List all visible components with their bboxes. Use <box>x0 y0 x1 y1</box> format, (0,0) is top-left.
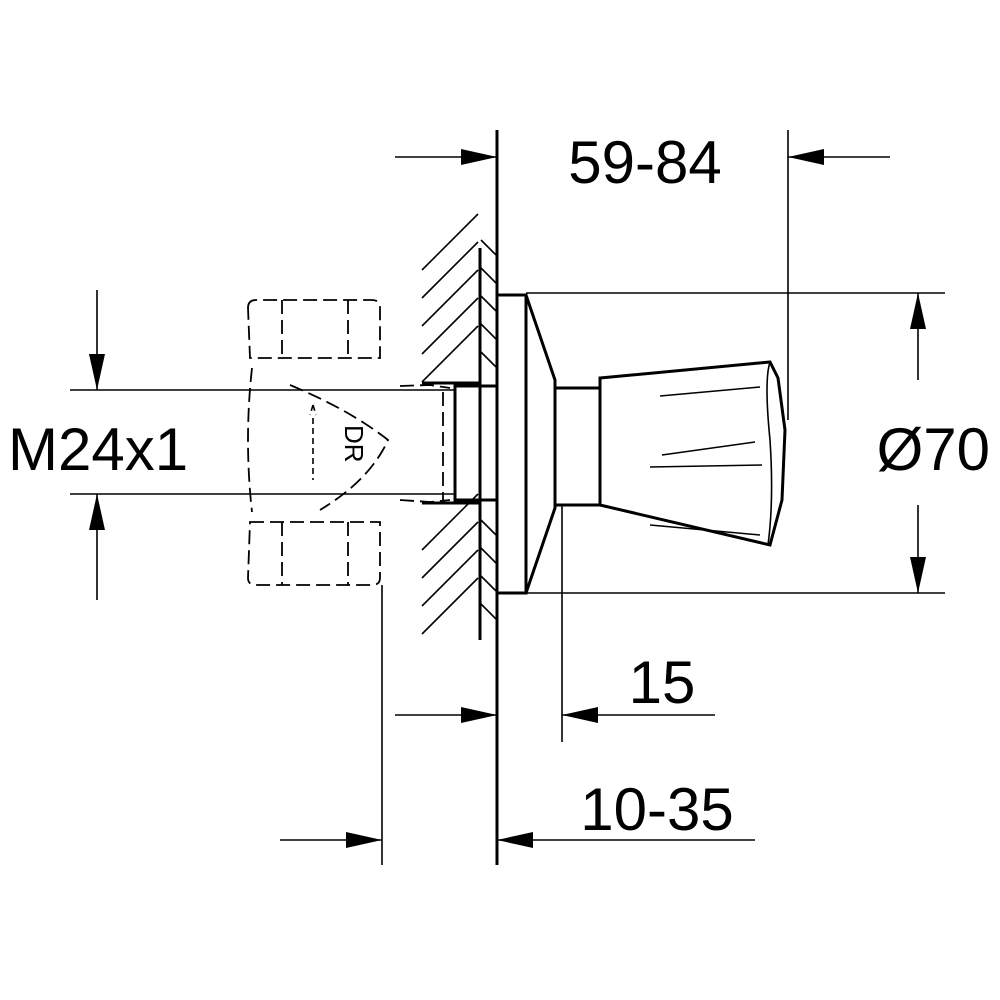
hatch-line <box>421 325 479 383</box>
hatch-line <box>421 549 479 607</box>
dimension-wall-depth: 10-35 <box>580 776 733 843</box>
fitting-mark: DR <box>339 425 369 463</box>
hatch-line <box>421 269 479 327</box>
hatch-line <box>480 603 497 620</box>
hatch-line <box>480 519 497 536</box>
hatch-line <box>480 239 497 256</box>
hatch-line <box>480 547 497 564</box>
hatch-line <box>421 577 479 635</box>
hatch-line <box>480 351 497 368</box>
hatch-line <box>421 241 479 299</box>
hatch-line <box>421 213 479 271</box>
dimension-lines <box>70 130 945 865</box>
dimension-diameter: Ø70 <box>877 416 990 483</box>
hatch-line <box>480 575 497 592</box>
hatch-line <box>480 323 497 340</box>
concealed-fitting: DR <box>247 299 451 586</box>
hatch-line <box>480 295 497 312</box>
hatch-line <box>421 297 479 355</box>
valve-handle <box>422 293 787 595</box>
dimension-stem: 15 <box>629 649 696 716</box>
dimension-overall-length: 59-84 <box>568 129 721 196</box>
dimension-thread: M24x1 <box>8 416 188 483</box>
hatch-line <box>421 521 479 579</box>
wall-section <box>421 130 499 865</box>
hatch-line <box>480 267 497 284</box>
